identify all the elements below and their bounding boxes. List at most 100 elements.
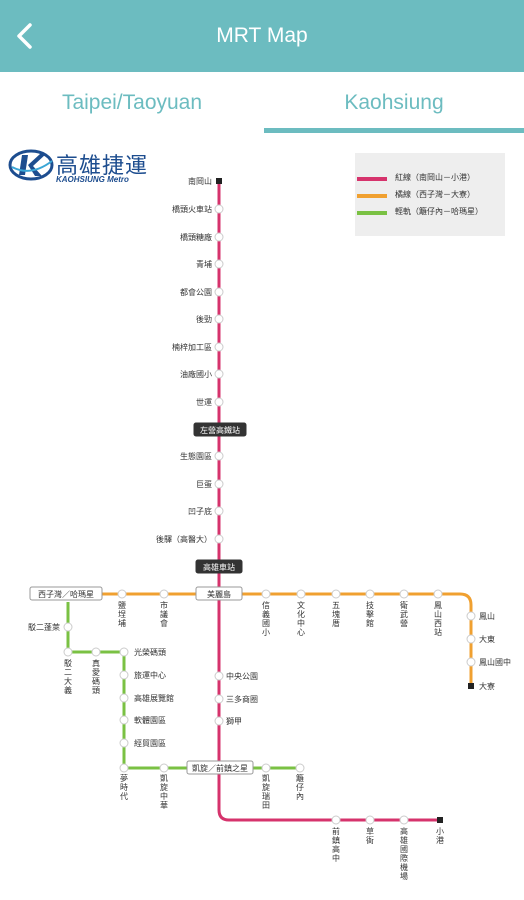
station-label-vertical[interactable]: 田: [262, 801, 270, 810]
station-label-vertical[interactable]: 義: [262, 609, 270, 619]
station-label-vertical[interactable]: 中: [332, 853, 340, 863]
station-label-vertical[interactable]: 小: [262, 628, 270, 637]
station-label-vertical[interactable]: 凱: [160, 773, 168, 783]
station-label-vertical[interactable]: 館: [366, 618, 374, 628]
station-dot[interactable]: [63, 647, 73, 657]
station-label[interactable]: 巨蛋: [196, 480, 212, 489]
station-label-vertical[interactable]: 華: [160, 800, 168, 810]
station-dot[interactable]: [214, 534, 224, 544]
station-label[interactable]: 高雄車站: [203, 562, 235, 572]
station-label[interactable]: 都會公園: [180, 287, 212, 297]
station-dot[interactable]: [261, 763, 271, 773]
station-label-vertical[interactable]: 鹽: [118, 600, 126, 610]
station-label[interactable]: 左營高鐵站: [200, 425, 240, 435]
terminal-station-dot[interactable]: [216, 178, 222, 184]
station-label[interactable]: 高雄展覽館: [134, 693, 174, 703]
station-dot[interactable]: [214, 694, 224, 704]
station-label-vertical[interactable]: 港: [436, 835, 444, 845]
station-label-vertical[interactable]: 高: [332, 844, 340, 854]
back-button[interactable]: [8, 18, 44, 54]
station-label[interactable]: 軟體園區: [134, 715, 166, 725]
station-dot[interactable]: [159, 763, 169, 773]
interchange-badge[interactable]: [195, 559, 243, 574]
station-label[interactable]: 美麗島: [207, 589, 231, 599]
station-label[interactable]: 獅甲: [226, 716, 242, 726]
station-label-vertical[interactable]: 前: [332, 826, 340, 836]
station-label[interactable]: 鳳山國中: [479, 657, 511, 667]
station-label[interactable]: 南岡山: [188, 176, 212, 186]
station-label-vertical[interactable]: 旋: [262, 782, 270, 792]
station-label[interactable]: 光榮碼頭: [134, 647, 166, 657]
station-label[interactable]: 中央公園: [226, 671, 258, 681]
station-label-vertical[interactable]: 二: [64, 668, 72, 677]
station-dot[interactable]: [119, 693, 129, 703]
station-label[interactable]: 旅運中心: [134, 670, 166, 680]
station-label[interactable]: 凱旋／前鎮之星: [192, 763, 248, 773]
station-label-vertical[interactable]: 高: [400, 826, 408, 836]
station-label-vertical[interactable]: 技: [366, 600, 374, 610]
station-label[interactable]: 世運: [196, 397, 212, 407]
station-dot[interactable]: [261, 589, 271, 599]
interchange-badge[interactable]: [193, 422, 247, 437]
station-label-vertical[interactable]: 中: [160, 791, 168, 801]
station-label-vertical[interactable]: 厝: [332, 619, 340, 628]
interchange-badge[interactable]: [186, 760, 254, 775]
station-dot[interactable]: [331, 815, 341, 825]
station-dot[interactable]: [295, 763, 305, 773]
station-dot[interactable]: [214, 397, 224, 407]
terminal-station-dot[interactable]: [468, 683, 474, 689]
station-dot[interactable]: [119, 647, 129, 657]
station-label-vertical[interactable]: 擊: [366, 609, 374, 619]
station-label[interactable]: 西子灣／哈瑪星: [38, 589, 94, 599]
station-label-vertical[interactable]: 機: [400, 862, 408, 872]
station-dot[interactable]: [214, 342, 224, 352]
station-dot[interactable]: [214, 204, 224, 214]
station-dot[interactable]: [365, 815, 375, 825]
station-label[interactable]: 駁二蓬萊: [28, 622, 60, 632]
station-label-vertical[interactable]: 凱: [262, 773, 270, 783]
station-label-vertical[interactable]: 會: [160, 618, 168, 628]
station-dot[interactable]: [214, 314, 224, 324]
station-label-vertical[interactable]: 議: [160, 609, 168, 619]
station-label-vertical[interactable]: 站: [434, 627, 442, 637]
station-dot[interactable]: [214, 451, 224, 461]
station-label[interactable]: 油廠國小: [180, 369, 212, 379]
station-label[interactable]: 大東: [479, 634, 495, 644]
station-label-vertical[interactable]: 化: [297, 609, 305, 619]
station-dot[interactable]: [399, 589, 409, 599]
station-label-vertical[interactable]: 武: [400, 609, 408, 619]
station-label[interactable]: 生態園區: [180, 451, 212, 461]
station-dot[interactable]: [214, 506, 224, 516]
station-label[interactable]: 經貿園區: [134, 738, 166, 748]
station-label-vertical[interactable]: 衙: [366, 835, 374, 845]
station-label-vertical[interactable]: 時: [120, 783, 128, 792]
station-label[interactable]: 後驛（高醫大）: [156, 534, 212, 544]
station-dot[interactable]: [365, 589, 375, 599]
station-dot[interactable]: [119, 715, 129, 725]
station-label-vertical[interactable]: 旋: [160, 782, 168, 792]
station-label[interactable]: 鳳山: [479, 611, 495, 621]
station-label-vertical[interactable]: 雄: [400, 835, 408, 845]
station-label-vertical[interactable]: 場: [400, 871, 408, 881]
station-dot[interactable]: [159, 589, 169, 599]
station-label[interactable]: 青埔: [196, 259, 212, 269]
station-label-vertical[interactable]: 埕: [118, 609, 126, 619]
station-dot[interactable]: [214, 716, 224, 726]
station-dot[interactable]: [466, 634, 476, 644]
station-dot[interactable]: [63, 622, 73, 632]
station-label-vertical[interactable]: 山: [434, 609, 442, 619]
tab-kaohsiung[interactable]: Kaohsiung: [344, 91, 444, 114]
station-dot[interactable]: [91, 647, 101, 657]
station-label-vertical[interactable]: 衛: [400, 600, 408, 610]
station-label-vertical[interactable]: 中: [297, 618, 305, 628]
tab-taipei-taoyuan[interactable]: Taipei/Taoyuan: [61, 91, 203, 114]
station-dot[interactable]: [214, 259, 224, 269]
station-label-vertical[interactable]: 頭: [92, 686, 100, 695]
station-label-vertical[interactable]: 碼: [92, 677, 100, 686]
station-label[interactable]: 大寮: [479, 681, 495, 691]
station-label-vertical[interactable]: 塊: [332, 609, 340, 619]
station-label[interactable]: 橋頭糖廠: [180, 232, 212, 242]
station-label[interactable]: 三多商圈: [226, 694, 258, 704]
station-dot[interactable]: [296, 589, 306, 599]
station-label-vertical[interactable]: 仔: [296, 782, 304, 792]
